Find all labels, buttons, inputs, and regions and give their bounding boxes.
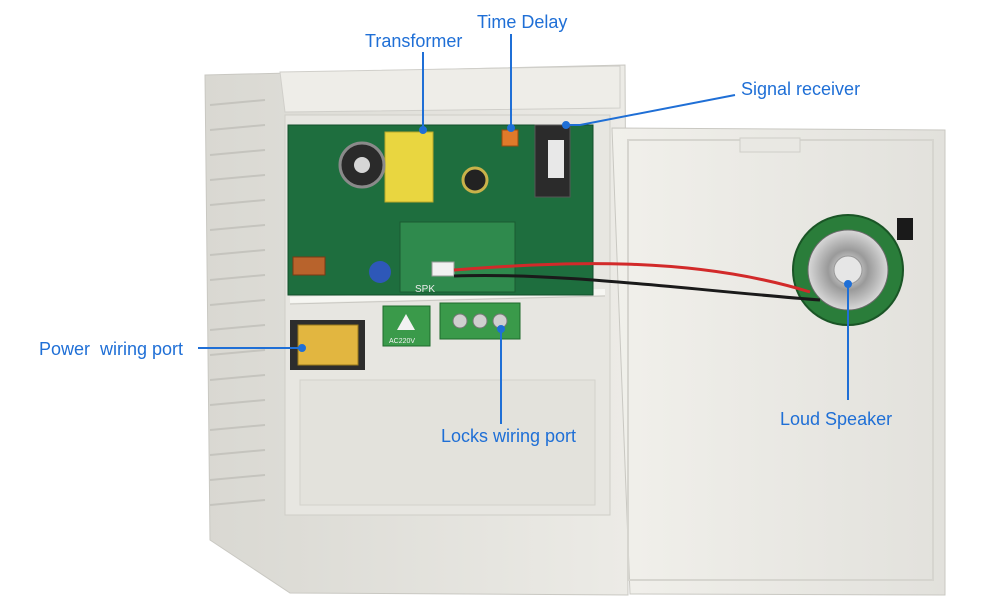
inductor [292,256,326,276]
loud-speaker [792,214,913,326]
leader-signal-receiver [567,94,736,126]
time-delay-potentiometer [501,129,519,147]
door [611,127,946,596]
time-delay-label: Time Delay [477,12,568,32]
power-wiring-port-label: Power wiring port [39,339,184,359]
varistor [369,261,391,283]
locks-wiring-port-label: Locks wiring port [441,426,577,446]
transformer [384,131,434,203]
circuit-board: SPK [287,124,594,296]
capacitor-small [461,166,489,194]
callout-lines [198,34,852,424]
transformer-label: Transformer [365,31,463,51]
spk-mark: SPK [415,284,435,295]
red-wire [453,262,811,294]
cooling-ribs [209,99,266,506]
fuse [297,324,359,366]
signal-receiver-label: Signal receiver [741,79,861,99]
black-wire [453,273,821,302]
loud-speaker-label: Loud Speaker [780,409,893,429]
locks-terminal: AC220V [382,302,521,347]
speaker-connector [431,261,455,277]
power-terminal [290,320,365,370]
ac-mark: AC220V [389,338,415,345]
